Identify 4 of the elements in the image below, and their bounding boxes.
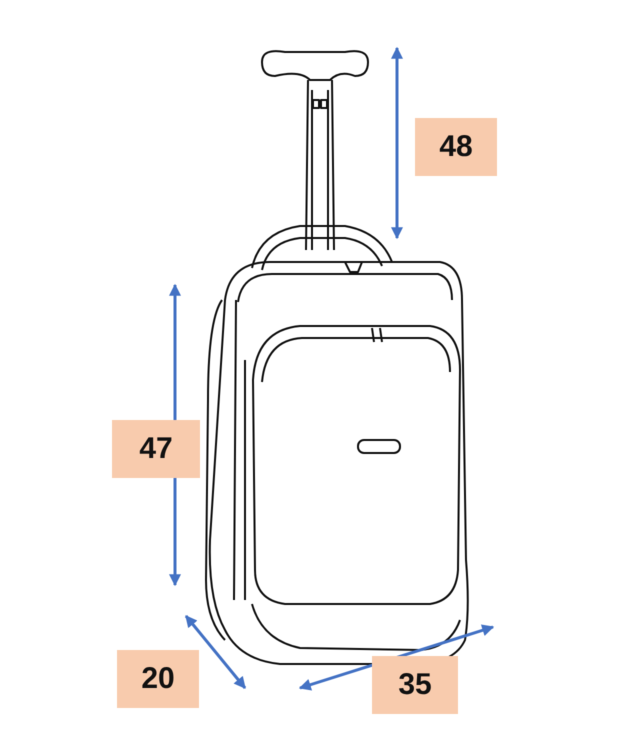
dimension-label: 20 <box>117 650 199 708</box>
dimension-label: 47 <box>112 420 200 478</box>
dimension-label: 48 <box>415 118 497 176</box>
dimension-label: 35 <box>372 656 458 714</box>
